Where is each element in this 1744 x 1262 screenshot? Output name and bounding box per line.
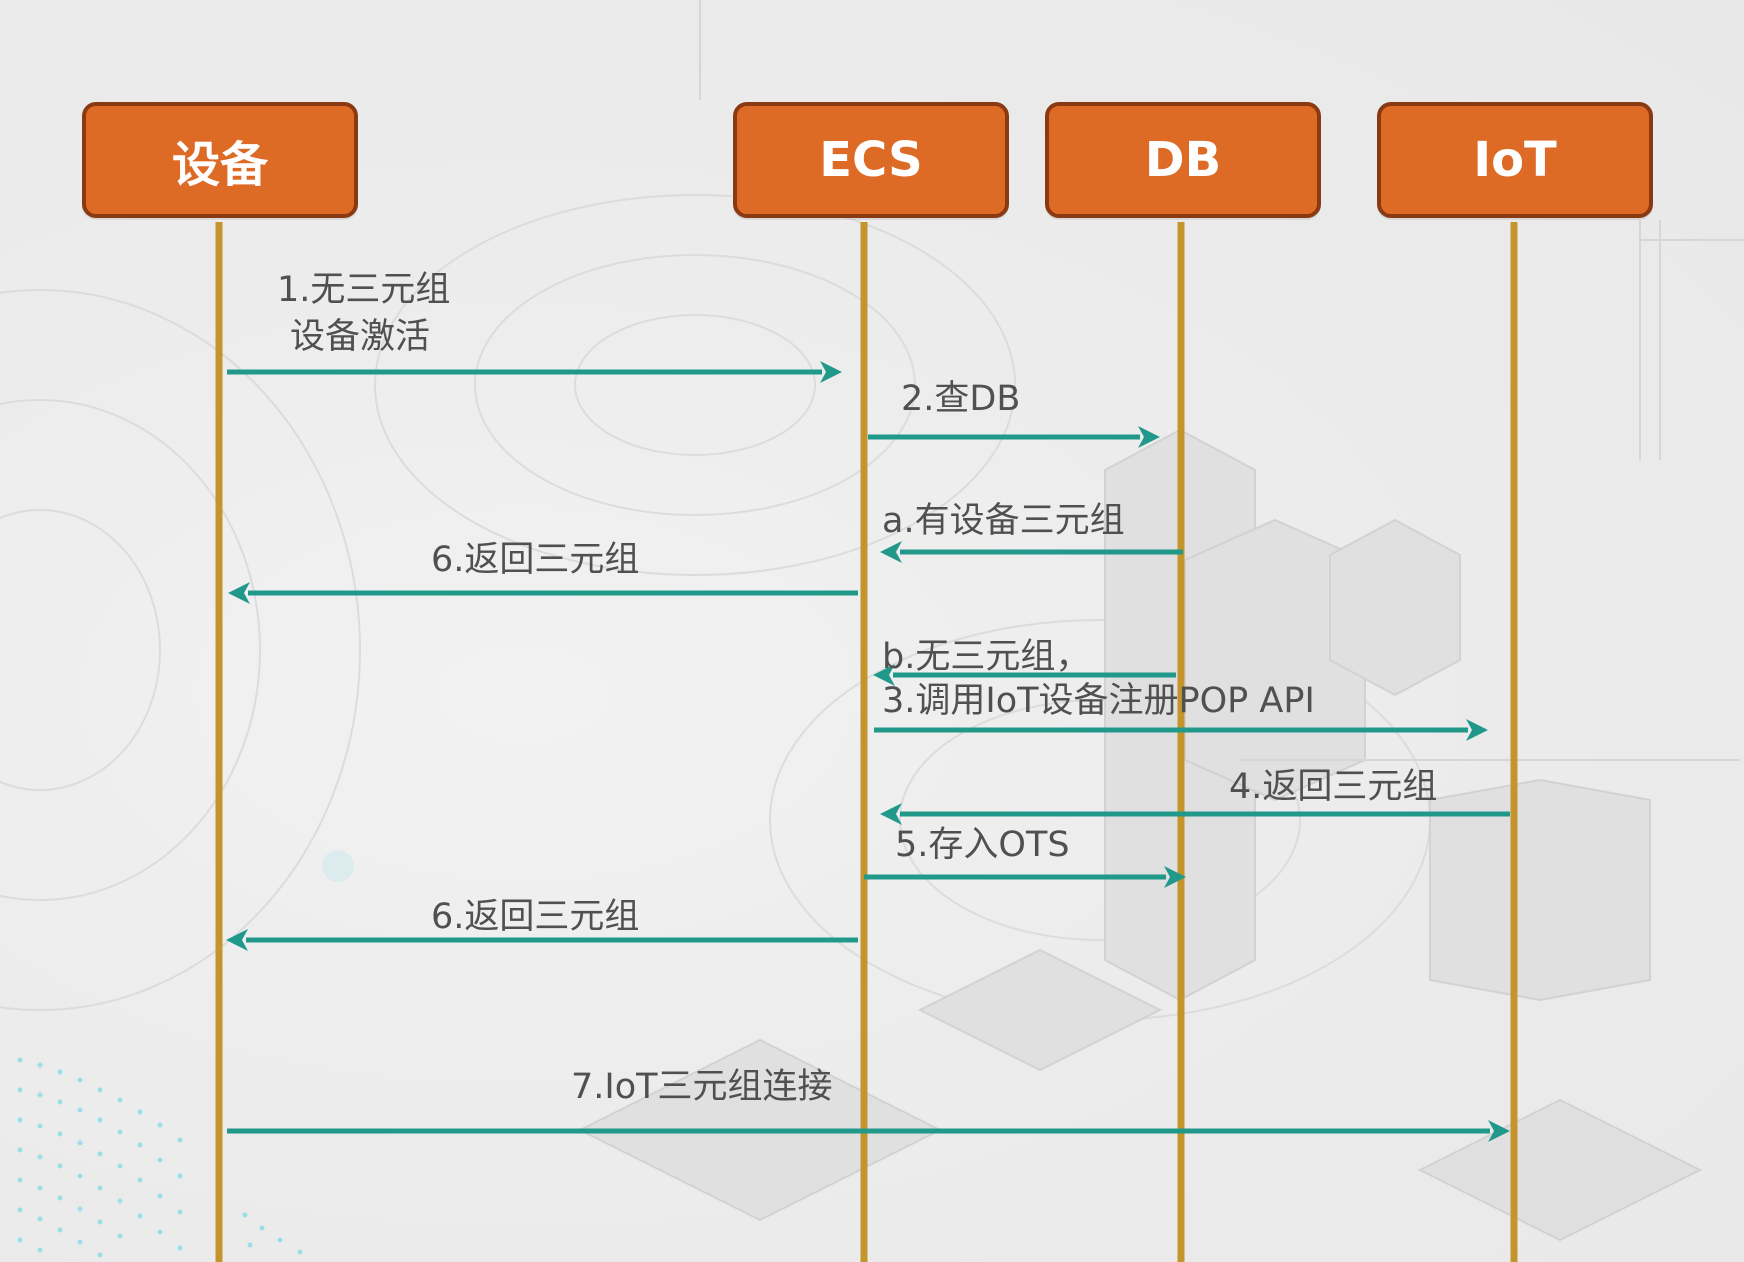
message-3-label: 3.调用IoT设备注册POP API <box>882 681 1315 721</box>
message-5-label: 5.存入OTS <box>895 825 1070 865</box>
message-arrowhead-m2 <box>1138 426 1160 448</box>
message-arrowhead-m5 <box>1164 866 1186 888</box>
message-arrowhead-m1 <box>820 361 842 383</box>
message-arrowhead-mb <box>873 664 895 686</box>
message-2-label: 2.查DB <box>901 379 1021 419</box>
message-arrowhead-m6a <box>228 582 250 604</box>
participant-iot: IoT <box>1377 102 1653 218</box>
message-arrowhead-m7 <box>1488 1120 1510 1142</box>
message-4-label: 4.返回三元组 <box>1229 767 1438 807</box>
message-arrowhead-ma <box>880 541 902 563</box>
message-arrowhead-m4 <box>880 803 902 825</box>
participant-ecs: ECS <box>733 102 1009 218</box>
participant-device: 设备 <box>82 102 358 218</box>
message-arrowhead-m6b <box>226 929 248 951</box>
message-6b-label: 6.返回三元组 <box>431 897 640 937</box>
message-6a-label: 6.返回三元组 <box>431 540 640 580</box>
message-7-label: 7.IoT三元组连接 <box>571 1067 833 1107</box>
participant-db: DB <box>1045 102 1321 218</box>
message-1-label-line2: 设备激活 <box>290 317 431 357</box>
message-b-label: b.无三元组， <box>882 637 1091 677</box>
message-1-label-line1: 1.无三元组 <box>277 270 451 310</box>
message-a-label: a.有设备三元组 <box>882 501 1125 541</box>
message-arrowhead-m3 <box>1466 719 1488 741</box>
